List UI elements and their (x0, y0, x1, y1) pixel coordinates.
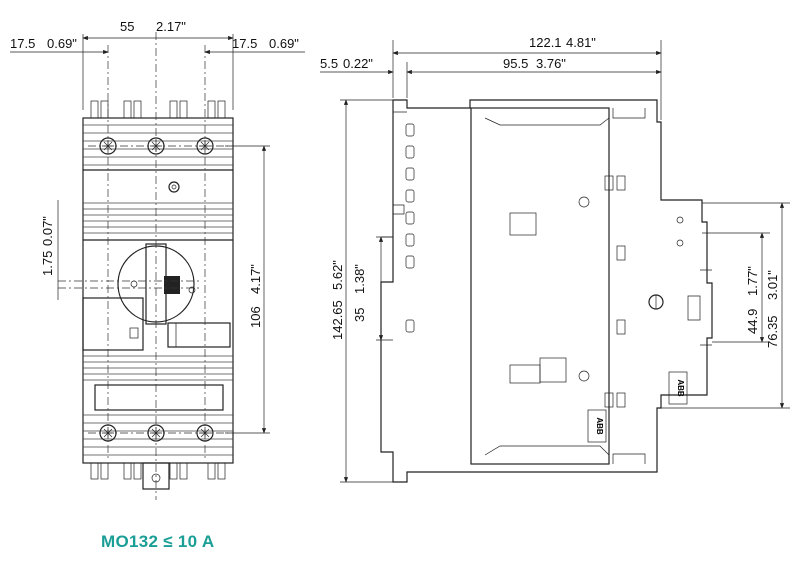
side-right-boxes (604, 175, 626, 408)
dim-body-depth-in: 3.76" (536, 56, 566, 71)
side-rail-slots (405, 123, 415, 333)
front-vent-fins (83, 202, 233, 234)
dim-front-height-in: 3.01" (765, 270, 780, 300)
dim-knob-height-in: 1.77" (745, 266, 760, 296)
dim-total-depth-in: 4.81" (566, 35, 596, 50)
dim-width: 55 (120, 19, 134, 34)
side-body-outline (380, 99, 713, 483)
dim-left-offset-in: 0.69" (47, 36, 77, 51)
abb-logo-front: ABB (668, 371, 688, 405)
dim-total-height-in: 5.62" (330, 260, 345, 290)
dim-rail-offset-in: 0.22" (343, 56, 373, 71)
dim-rail-height: 35 (352, 308, 367, 322)
front-lower-fins (83, 355, 233, 381)
dim-right-offset-in: 0.69" (269, 36, 299, 51)
svg-text:ABB: ABB (595, 417, 604, 435)
front-label-plate (167, 322, 231, 348)
front-top-fins (83, 124, 233, 166)
dim-total-height: 142.65 (330, 300, 345, 340)
rotary-knob (117, 243, 196, 325)
dim-front-height: 76.35 (765, 315, 780, 348)
dim-total-depth: 122.1 (529, 35, 562, 50)
dim-rail-height-in: 1.38" (352, 264, 367, 294)
abb-logo-side: ABB (587, 409, 607, 443)
dim-height-in: 4.17" (248, 264, 263, 294)
dim-width-in: 2.17" (156, 19, 186, 34)
svg-text:ABB: ABB (676, 379, 685, 397)
front-bottom-terminal-tabs (90, 462, 226, 480)
front-view (10, 32, 305, 500)
dim-height: 106 (248, 306, 263, 328)
dim-small-offset: 1.75 (40, 251, 55, 276)
dim-knob-height: 44.9 (745, 309, 760, 334)
side-view: ABB ABB (320, 40, 790, 483)
dim-left-offset: 17.5 (10, 36, 35, 51)
dim-rail-offset: 5.5 (320, 56, 338, 71)
front-top-terminal-tabs (90, 100, 226, 119)
dim-body-depth: 95.5 (503, 56, 528, 71)
front-lower-left-panel (82, 297, 144, 351)
dim-right-offset: 17.5 (232, 36, 257, 51)
model-caption: MO132 ≤ 10 A (101, 532, 215, 551)
front-small-screw (168, 181, 180, 193)
din-clip (142, 462, 170, 490)
dim-small-offset-in: 0.07" (40, 216, 55, 246)
